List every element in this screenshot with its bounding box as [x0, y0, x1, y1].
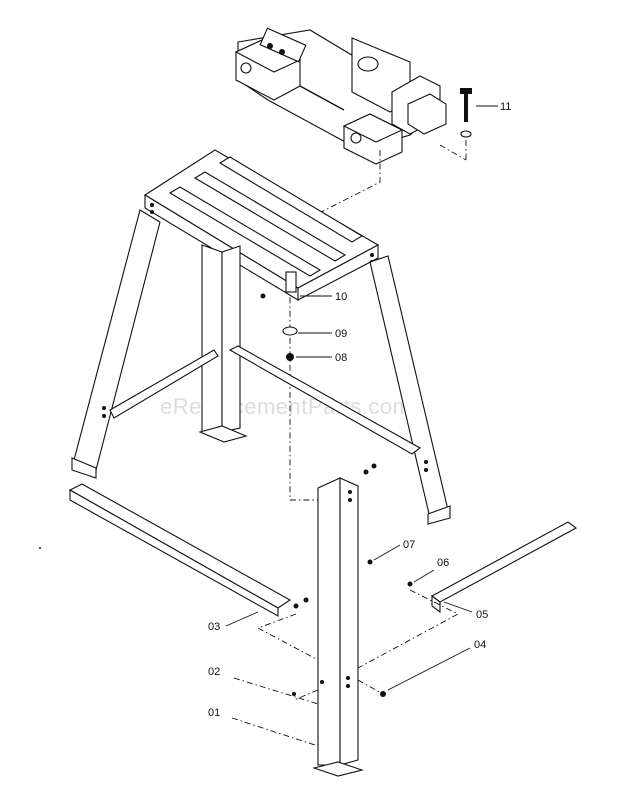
part-label-09: 09	[335, 328, 347, 340]
assembly-centerline-upper	[289, 150, 381, 501]
part-labels: 11 10 09 08 07 06 05 04 03 02 01	[208, 101, 511, 719]
part-label-04: 04	[474, 639, 486, 651]
part-label-03: 03	[208, 621, 220, 633]
hardware-upper	[260, 271, 298, 361]
stand-legs	[71, 209, 451, 525]
stand-top	[143, 149, 380, 301]
bolt-11	[439, 88, 472, 161]
saw-mount-bracket	[234, 27, 447, 165]
part-label-06: 06	[437, 557, 449, 569]
leader-lines	[225, 105, 498, 747]
part-label-10: 10	[335, 291, 347, 303]
part-label-02: 02	[208, 666, 220, 678]
part-label-08: 08	[335, 352, 347, 364]
stray-dot	[39, 547, 41, 549]
part-label-11: 11	[500, 101, 511, 113]
part-label-01: 01	[208, 707, 220, 719]
part-label-05: 05	[476, 609, 488, 621]
watermark: eReplacementParts.com	[160, 394, 411, 419]
lower-parts	[68, 463, 578, 777]
assembly-centerlines-lower	[256, 488, 459, 701]
part-label-07: 07	[403, 539, 415, 551]
